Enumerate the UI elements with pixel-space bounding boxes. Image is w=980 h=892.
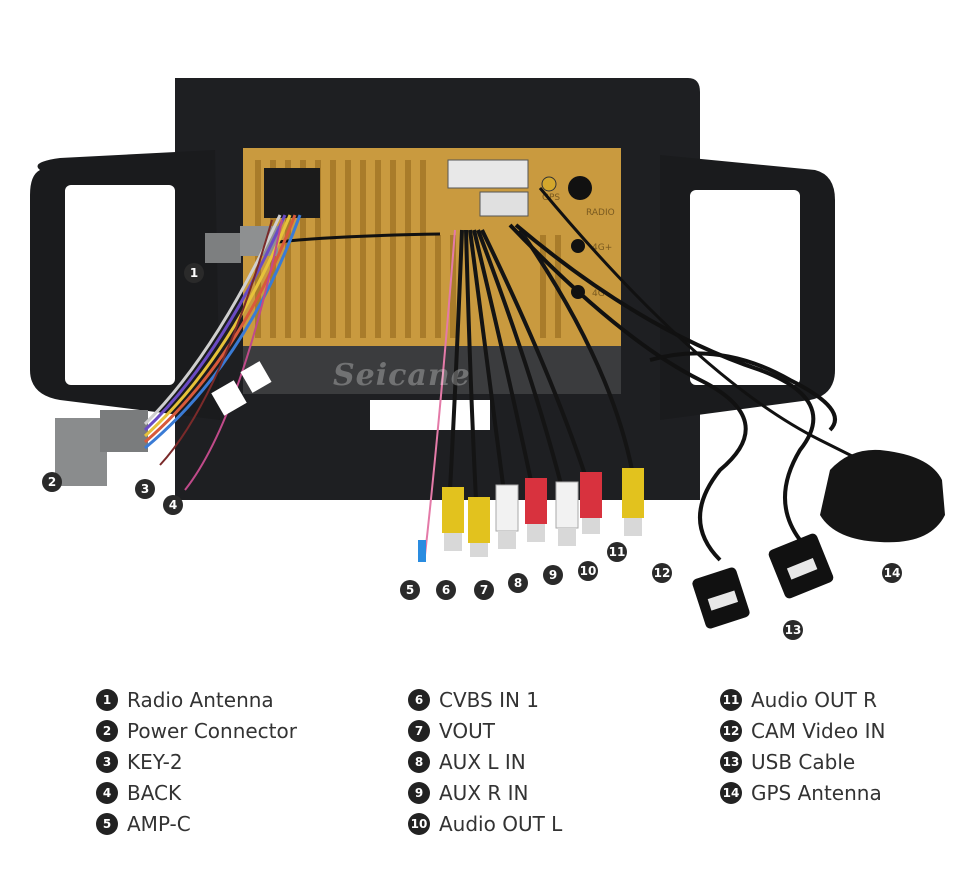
wire-tag (240, 361, 272, 393)
legend-item: 13 USB Cable (720, 746, 886, 777)
legend-number: 8 (408, 750, 430, 773)
rca-plug-cam-video-in (622, 468, 644, 518)
head-unit-illustration: GPS RADIO 4G+ 4G- (30, 78, 945, 629)
callout-7: 7 (474, 580, 494, 600)
rca-plug-aux-l (495, 484, 519, 532)
legend-item: 5 AMP-C (96, 808, 297, 839)
rca-plug-audio-out-r (580, 472, 602, 518)
legend-item: 4 BACK (96, 777, 297, 808)
legend-item: 10 Audio OUT L (408, 808, 562, 839)
legend-label: CAM Video IN (751, 718, 886, 743)
legend-item: 3 KEY-2 (96, 746, 297, 777)
legend-item: 8 AUX L IN (408, 746, 562, 777)
radio-antenna-adapter (205, 226, 441, 263)
callout-4: 4 (163, 495, 183, 515)
legend-number: 4 (96, 781, 118, 804)
callout-9: 9 (543, 565, 563, 585)
legend-label: AUX L IN (439, 749, 526, 774)
callout-8: 8 (508, 573, 528, 593)
callout-11: 11 (607, 542, 627, 562)
legend-number: 7 (408, 719, 430, 742)
key2-wire (159, 219, 273, 466)
legend-item: 7 VOUT (408, 715, 562, 746)
gps-antenna-wire (538, 187, 861, 462)
legend-column-3: 11 Audio OUT R 12 CAM Video IN 13 USB Cable… (720, 684, 886, 808)
legend-column-2: 6 CVBS IN 1 7 VOUT 8 AUX L IN 9 AUX R IN 10 A… (408, 684, 562, 839)
rca-plug-aux-r (525, 478, 547, 524)
rca-plug-vout (468, 497, 490, 543)
callout-10: 10 (578, 561, 598, 581)
legend-label: CVBS IN 1 (439, 687, 540, 712)
4g-plus-silkscreen: 4G+ (592, 243, 612, 253)
legend-label: BACK (127, 780, 182, 805)
legend-item: 11 Audio OUT R (720, 684, 886, 715)
bottom-strip (243, 346, 621, 394)
legend-label: GPS Antenna (751, 780, 882, 805)
legend-number: 13 (720, 750, 742, 773)
legend-number: 2 (96, 719, 118, 742)
legend-label: Audio OUT L (439, 811, 563, 836)
legend-label: VOUT (439, 718, 495, 743)
antenna-4g-plus-jack (571, 239, 585, 253)
canbus-socket (479, 191, 529, 217)
legend-label: AUX R IN (439, 780, 529, 805)
legend-number: 12 (720, 719, 742, 742)
callout-3: 3 (135, 479, 155, 499)
callout-14: 14 (882, 563, 902, 583)
legend-number: 6 (408, 688, 430, 711)
legend-label: KEY-2 (127, 749, 183, 774)
wiring-diagram: GPS RADIO 4G+ 4G- (30, 78, 945, 640)
right-frame-window (690, 190, 800, 385)
legend-item: 14 GPS Antenna (720, 777, 886, 808)
legend-number: 1 (96, 688, 118, 711)
4g-minus-silkscreen: 4G- (592, 289, 608, 299)
av-socket (447, 159, 529, 189)
watermark: Seicane (333, 358, 471, 393)
callout-12: 12 (652, 563, 672, 583)
legend-item: 2 Power Connector (96, 715, 297, 746)
gps-jack (541, 176, 557, 192)
gps-silkscreen: GPS (542, 193, 560, 203)
wire-tag (211, 380, 247, 416)
legend-label: Power Connector (127, 718, 297, 743)
legend-number: 5 (96, 812, 118, 835)
gps-antenna (820, 449, 945, 543)
callout-6: 6 (436, 580, 456, 600)
left-frame-window (65, 185, 175, 385)
legend-number: 14 (720, 781, 742, 804)
legend-number: 11 (720, 688, 742, 711)
legend-item: 1 Radio Antenna (96, 684, 297, 715)
legend-label: AMP-C (127, 811, 191, 836)
harness-socket (264, 168, 320, 218)
cam-video-wire (518, 228, 634, 471)
legend-column-1: 1 Radio Antenna 2 Power Connector 3 KEY-2 4… (96, 684, 297, 839)
callout-5: 5 (400, 580, 420, 600)
radio-silkscreen: RADIO (586, 208, 615, 218)
legend-label: Radio Antenna (127, 687, 274, 712)
legend-number: 3 (96, 750, 118, 773)
rca-bundle (448, 229, 592, 501)
legend-number: 10 (408, 812, 430, 835)
legend-item: 9 AUX R IN (408, 777, 562, 808)
legend-label: USB Cable (751, 749, 856, 774)
callout-2: 2 (42, 472, 62, 492)
rca-plugs (442, 472, 602, 557)
legend-item: 12 CAM Video IN (720, 715, 886, 746)
rca-plug-cvbs-in (442, 487, 464, 533)
legend-number: 9 (408, 781, 430, 804)
amp-c-tip (418, 540, 426, 562)
legend-label: Audio OUT R (751, 687, 878, 712)
callout-1: 1 (184, 263, 204, 283)
legend-item: 6 CVBS IN 1 (408, 684, 562, 715)
amp-c-wire (424, 229, 456, 556)
usb-cables (508, 223, 837, 562)
rca-plug-audio-out-l (555, 481, 579, 529)
callout-13: 13 (783, 620, 803, 640)
radio-jack (568, 176, 592, 200)
